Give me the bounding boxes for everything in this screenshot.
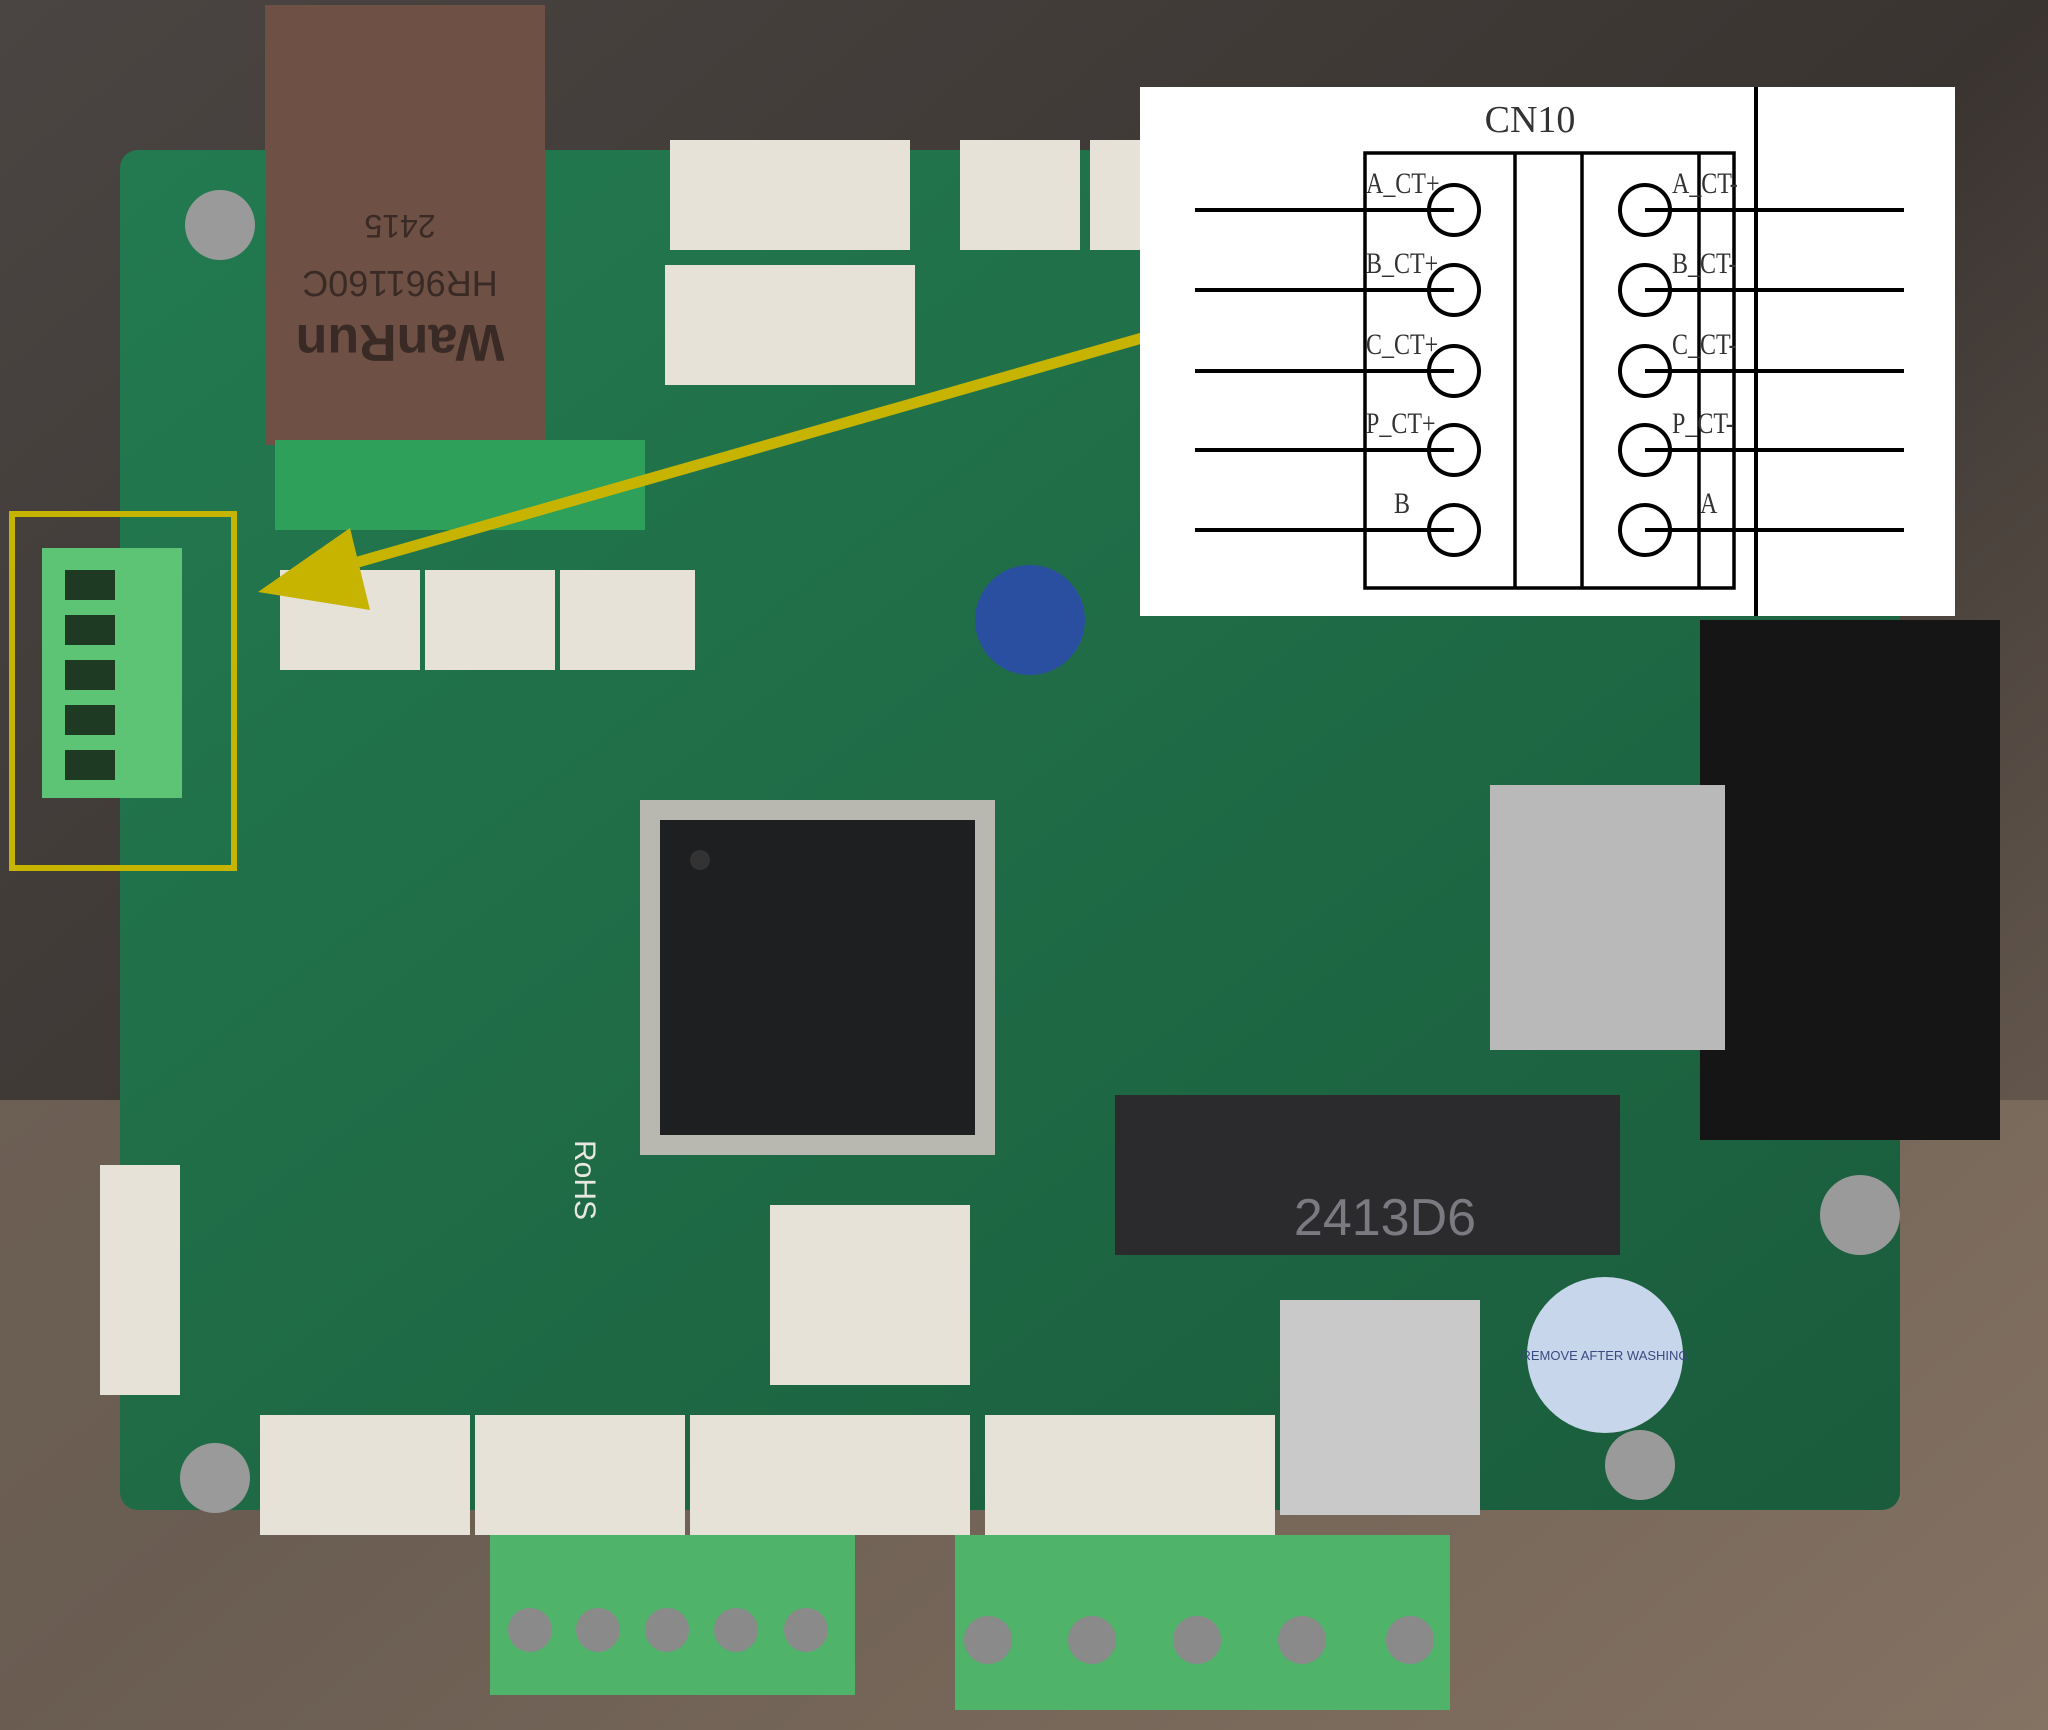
rohs-mark: RoHS: [568, 1140, 601, 1220]
slot-marking-text: 2413D6: [1294, 1189, 1476, 1247]
pin-row: P_CT+ P_CT-: [1195, 406, 1904, 477]
white-connectors: [100, 140, 1275, 1535]
pin-row: C_CT+ C_CT-: [1195, 327, 1904, 398]
pin-row: B_CT+ B_CT-: [1195, 246, 1904, 317]
rj45-part-text: HR961160C: [302, 263, 497, 304]
right-pin-label: P_CT-: [1672, 406, 1734, 439]
left-pin-circle: [1427, 183, 1481, 237]
sd-card-slot: [1490, 785, 1725, 1050]
rj45-date-text: 2415: [364, 208, 435, 244]
right-pin-circle: [1618, 503, 1672, 557]
pointer-arrow: [258, 332, 1144, 610]
relay-block: [1700, 620, 2000, 1140]
pin-row: A_CT+ A_CT-: [1195, 166, 1904, 237]
left-pin-label: A_CT+: [1366, 166, 1440, 199]
mini-pcie-slot: 2413D6: [1115, 1095, 1620, 1255]
left-pin-circle: [1427, 263, 1481, 317]
sim-slot: [1280, 1300, 1480, 1515]
right-pin-circle: [1618, 183, 1672, 237]
bottom-terminal-blocks: [490, 1535, 1450, 1710]
right-pin-circle: [1618, 344, 1672, 398]
left-pin-label: P_CT+: [1366, 406, 1436, 439]
highlighted-terminal-block: [42, 548, 182, 798]
rj45-jack: WanRun HR961160C 2415: [265, 5, 645, 530]
right-pin-label: B_CT-: [1672, 246, 1736, 279]
left-pin-circle: [1427, 423, 1481, 477]
left-pin-label: C_CT+: [1366, 327, 1438, 360]
right-pin-label: A_CT-: [1672, 166, 1738, 199]
schematic-inset: CN10 A_CT+ A_CT- B_CT+ B_CT- C_CT+ C_CT- P_CT+…: [1140, 87, 1955, 616]
right-pin-circle: [1618, 423, 1672, 477]
buzzer-label: REMOVE AFTER WASHING: [1521, 1348, 1688, 1363]
rj45-brand-text: WanRun: [296, 313, 505, 371]
highlight-box: [9, 511, 237, 871]
left-pin-label: B_CT+: [1366, 246, 1438, 279]
buzzer: REMOVE AFTER WASHING: [1521, 1277, 1689, 1433]
left-pin-circle: [1427, 344, 1481, 398]
left-pin-label: B: [1394, 486, 1410, 519]
microcontroller-chip: [640, 800, 995, 1155]
mounting-screws: [180, 190, 1900, 1513]
schematic-title: CN10: [1485, 99, 1576, 141]
electrolytic-capacitor: [975, 565, 1085, 675]
right-pin-circle: [1618, 263, 1672, 317]
left-pin-circle: [1427, 503, 1481, 557]
right-pin-label: A: [1700, 486, 1718, 519]
right-pin-label: C_CT-: [1672, 327, 1736, 360]
